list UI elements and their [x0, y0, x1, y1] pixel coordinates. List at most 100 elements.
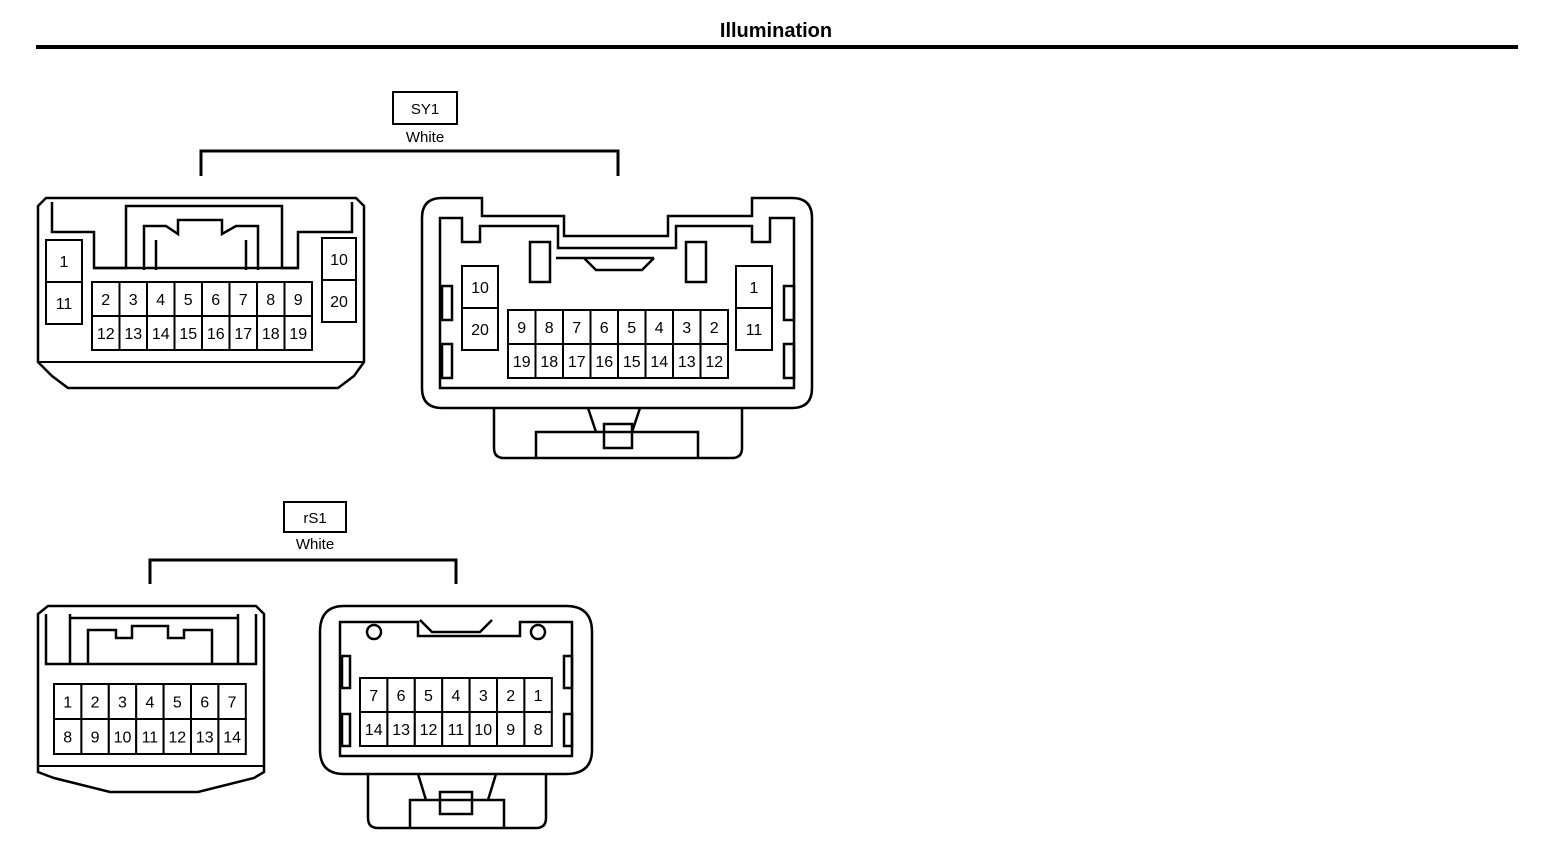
cavity-box [413, 711, 444, 747]
pin-number: 6 [397, 688, 406, 705]
cavity-box [283, 281, 313, 317]
pin-number: 7 [369, 688, 378, 705]
cavity-box [359, 677, 389, 713]
pin-number: 20 [471, 322, 489, 339]
cavity-box [146, 315, 176, 351]
pin-number: 12 [420, 722, 438, 739]
pin-number: 15 [179, 326, 197, 343]
pin-number: 9 [91, 729, 100, 746]
cavity-box [53, 683, 83, 720]
cavity-box [53, 718, 83, 755]
pin-number: 3 [682, 320, 691, 337]
title-divider [36, 45, 1518, 49]
rs1-color: White [296, 536, 334, 553]
pin-number: 7 [228, 694, 237, 711]
pin-number: 2 [506, 688, 515, 705]
cavity-box [386, 677, 416, 713]
rs1-left-view [36, 604, 266, 794]
cavity-box [217, 718, 247, 755]
pin-number: 18 [262, 326, 280, 343]
page-title: Illumination [719, 20, 833, 42]
pin-number: 3 [118, 694, 127, 711]
pin-number: 12 [97, 326, 115, 343]
cavity-box [523, 711, 553, 747]
pin-number: 8 [266, 292, 275, 309]
pin-number: 1 [60, 254, 69, 271]
pin-number: 16 [207, 326, 225, 343]
rs1-label-group: rS1 White [148, 501, 458, 584]
cavity-box [441, 677, 471, 713]
pin-number: 10 [330, 252, 348, 269]
sy1-code: SY1 [411, 101, 439, 118]
pin-number: 14 [152, 326, 170, 343]
pin-number: 13 [678, 354, 696, 371]
pin-number: 8 [545, 320, 554, 337]
pin-number: 1 [534, 688, 543, 705]
pin-number: 5 [184, 292, 193, 309]
pin-number: 7 [572, 320, 581, 337]
cavity-box [107, 718, 138, 755]
pin-number: 2 [710, 320, 719, 337]
pin-number: 18 [540, 354, 558, 371]
cavity-box [672, 309, 702, 345]
cavity-box [589, 309, 619, 345]
pin-number: 17 [568, 354, 586, 371]
cavity-box [201, 315, 231, 351]
sy1-right-view [420, 196, 814, 460]
cavity-box [461, 307, 499, 351]
cavity-box [135, 718, 165, 755]
pin-number: 19 [513, 354, 531, 371]
cavity-box [80, 718, 110, 755]
cavity-box [617, 309, 647, 345]
cavity-box [507, 309, 537, 345]
pin-number: 14 [365, 722, 383, 739]
cavity-box [321, 279, 357, 323]
pin-number: 4 [451, 688, 460, 705]
sy1-label-group: SY1 White [199, 91, 620, 176]
cavity-box [162, 683, 193, 720]
pin-number: 20 [330, 294, 348, 311]
cavity-box [699, 343, 729, 379]
pin-number: 3 [129, 292, 138, 309]
pin-number: 13 [124, 326, 142, 343]
pin-number: 10 [471, 280, 489, 297]
pin-number: 6 [600, 320, 609, 337]
pin-number: 11 [142, 729, 159, 746]
pin-number: 5 [424, 688, 433, 705]
pin-number: 15 [623, 354, 641, 371]
pin-number: 4 [655, 320, 664, 337]
pin-number: 9 [517, 320, 526, 337]
pin-number: 10 [474, 722, 492, 739]
sy1-code-box [392, 91, 458, 125]
cavity-box [441, 711, 471, 747]
pin-number: 1 [63, 694, 72, 711]
sy1-color: White [406, 129, 444, 146]
pin-number: 7 [239, 292, 248, 309]
rs1-right-view [318, 604, 594, 830]
sy1-left-view [36, 196, 366, 390]
pin-number: 2 [101, 292, 110, 309]
rs1-code-box [283, 501, 347, 533]
pin-number: 6 [211, 292, 220, 309]
pin-number: 6 [200, 694, 209, 711]
pin-number: 1 [750, 280, 759, 297]
cavity-box [735, 307, 773, 351]
cavity-box [644, 343, 674, 379]
pin-number: 12 [168, 729, 186, 746]
cavity-box [173, 281, 203, 317]
pin-number: 14 [223, 729, 241, 746]
pin-number: 3 [479, 688, 488, 705]
pin-number: 8 [534, 722, 543, 739]
rs1-code: rS1 [303, 510, 326, 527]
sy1-bracket [199, 149, 620, 176]
pin-number: 2 [91, 694, 100, 711]
cavity-box [45, 281, 83, 325]
cavity-box [461, 265, 499, 309]
pin-number: 11 [56, 296, 73, 313]
pin-number: 5 [627, 320, 636, 337]
cavity-box [359, 711, 389, 747]
cavity-box [283, 315, 313, 351]
